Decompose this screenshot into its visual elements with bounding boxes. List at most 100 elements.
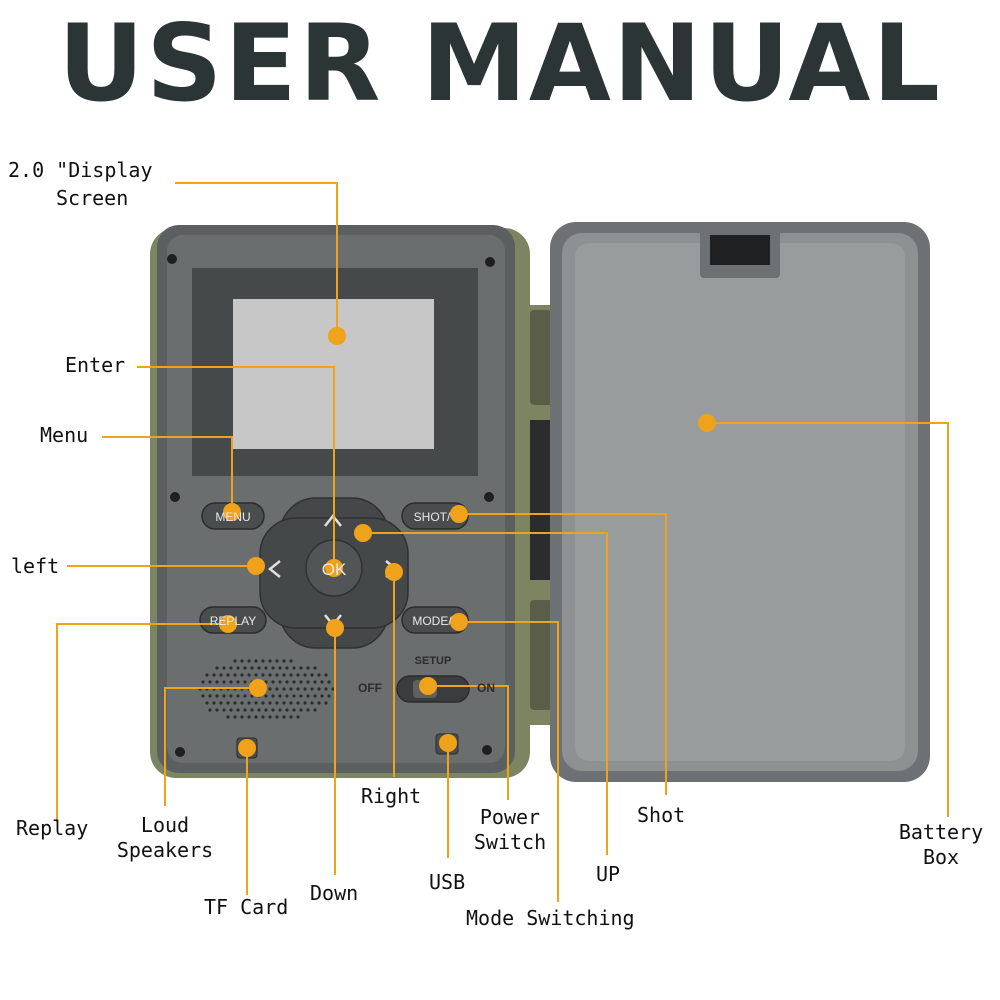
speaker-hole [247, 715, 251, 719]
screw-icon [485, 257, 495, 267]
speaker-hole [317, 673, 321, 677]
speaker-hole [296, 687, 300, 691]
speaker-hole [205, 673, 209, 677]
speaker-hole [289, 701, 293, 705]
down-button[interactable] [312, 605, 356, 645]
speaker-hole [324, 673, 328, 677]
speaker-hole [313, 708, 317, 712]
callout-replay [56, 623, 228, 822]
speaker-hole [299, 694, 303, 698]
speaker-hole [250, 708, 254, 712]
ok-button[interactable] [306, 540, 362, 596]
speaker-hole [306, 708, 310, 712]
replay-button[interactable] [200, 607, 266, 633]
speaker-hole [278, 666, 282, 670]
speaker-hole [201, 694, 205, 698]
callout-display [175, 182, 338, 336]
speaker-hole [201, 680, 205, 684]
page-title: USER MANUAL [58, 2, 942, 125]
speaker-hole [292, 680, 296, 684]
speaker-hole [226, 673, 230, 677]
label-tf-card: TF Card [204, 895, 289, 919]
speaker-hole [310, 701, 314, 705]
speaker-hole [285, 694, 289, 698]
speaker-hole [233, 701, 237, 705]
speaker-hole [268, 701, 272, 705]
callout-dot [439, 734, 457, 752]
speaker-hole [257, 666, 261, 670]
speaker-hole [219, 673, 223, 677]
speaker-hole [254, 701, 258, 705]
speaker-hole [250, 666, 254, 670]
speaker-hole [261, 673, 265, 677]
label-replay: Replay [16, 816, 89, 840]
callout-dot [325, 559, 343, 577]
speaker-hole [261, 715, 265, 719]
speaker-hole [268, 715, 272, 719]
speaker-hole [289, 715, 293, 719]
screw-icon [170, 492, 180, 502]
label-display-line1: 2.0 "Display [8, 158, 153, 182]
speaker-hole [278, 694, 282, 698]
speaker-hole [264, 666, 268, 670]
speaker-hole [317, 701, 321, 705]
speaker-hole [233, 715, 237, 719]
speaker-hole [289, 687, 293, 691]
speaker-hole [240, 659, 244, 663]
speaker-hole [285, 680, 289, 684]
speaker-hole [233, 659, 237, 663]
callout-dot [450, 505, 468, 523]
speaker-hole [261, 701, 265, 705]
shot-button[interactable] [402, 503, 468, 529]
callout-dot [698, 414, 716, 432]
speaker-hole [222, 694, 226, 698]
speaker-hole [306, 694, 310, 698]
screw-icon [484, 492, 494, 502]
speaker-hole [205, 701, 209, 705]
speaker-hole [278, 708, 282, 712]
label-loud-line1: Loud [140, 813, 190, 837]
label-up: UP [596, 862, 621, 886]
speaker-hole [208, 680, 212, 684]
right-button[interactable] [368, 548, 408, 590]
speaker-hole [222, 708, 226, 712]
left-arrow-icon [267, 560, 281, 578]
callout-battery [707, 422, 949, 817]
speaker-hole [247, 701, 251, 705]
callout-menu [102, 436, 233, 512]
speaker-hole [236, 680, 240, 684]
speaker-hole [243, 680, 247, 684]
speaker-hole [327, 680, 331, 684]
callout-loud [164, 687, 258, 806]
up-button[interactable] [312, 500, 356, 534]
menu-button[interactable] [202, 503, 264, 529]
speaker-hole [271, 708, 275, 712]
label-right: Right [361, 784, 422, 808]
speaker-hole [229, 680, 233, 684]
label-enter: Enter [65, 353, 126, 377]
speaker-hole [324, 687, 328, 691]
speaker-hole [292, 666, 296, 670]
speaker-hole [254, 715, 258, 719]
callout-dot [249, 679, 267, 697]
speaker-hole [268, 659, 272, 663]
shot-button-text: SHOT/ [414, 510, 451, 524]
replay-button-text: REPLAY [210, 614, 256, 628]
speaker-hole [233, 673, 237, 677]
speaker-hole [208, 694, 212, 698]
speaker-hole [296, 673, 300, 677]
callout-dot [328, 327, 346, 345]
left-button[interactable] [262, 548, 302, 590]
speaker-hole [289, 659, 293, 663]
speaker-hole [299, 680, 303, 684]
speaker-hole [236, 666, 240, 670]
speaker-hole [212, 673, 216, 677]
mode-button[interactable] [402, 607, 468, 633]
screw-icon [167, 254, 177, 264]
speaker-hole [229, 666, 233, 670]
label-loud-line2: Speakers [116, 838, 214, 862]
power-switch[interactable] [397, 676, 469, 702]
speaker-hole [282, 701, 286, 705]
speaker-hole [261, 659, 265, 663]
speaker-hole [271, 680, 275, 684]
